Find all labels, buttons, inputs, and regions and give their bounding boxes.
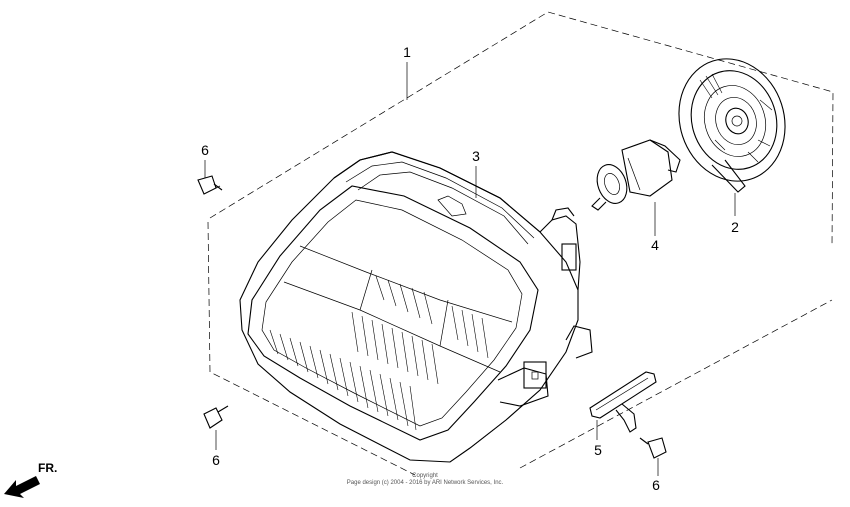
adjuster-bracket[interactable]	[589, 371, 657, 433]
part-label-5: 5	[594, 442, 602, 458]
copyright-line-1: Copyright	[412, 473, 438, 479]
front-direction-label: FR.	[38, 461, 57, 475]
part-label-6-lower-left: 6	[212, 452, 220, 468]
part-label-3: 3	[472, 148, 480, 164]
part-label-6-upper-left: 6	[201, 142, 209, 158]
part-label-4: 4	[651, 237, 659, 253]
copyright-line-2: Page design (c) 2004 - 2016 by ARI Netwo…	[347, 480, 504, 486]
part-label-1: 1	[403, 44, 411, 60]
screw-lower-left[interactable]	[203, 405, 229, 429]
part-label-6-lower-right: 6	[652, 477, 660, 493]
front-direction-arrow: FR.	[4, 461, 57, 498]
screw-upper-left[interactable]	[197, 175, 223, 195]
leader-lines	[204, 62, 736, 476]
headlight-unit[interactable]	[239, 151, 593, 463]
socket-cover[interactable]	[663, 45, 800, 195]
part-label-2: 2	[731, 219, 739, 235]
assembly-boundary	[207, 11, 834, 476]
headlight-bulb[interactable]	[591, 139, 681, 211]
screw-lower-right[interactable]	[639, 437, 667, 459]
